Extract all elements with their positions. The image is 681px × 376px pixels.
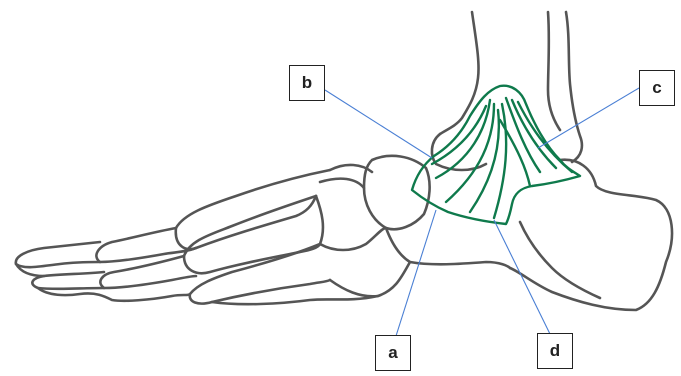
phalanx-distal-2	[32, 272, 104, 289]
tibia-outline	[440, 12, 479, 134]
phalanx-distal-1	[16, 242, 100, 267]
label-b: b	[289, 65, 325, 101]
foot-bones	[16, 12, 672, 310]
navicular-outline	[364, 156, 430, 229]
leader-lines	[325, 88, 639, 336]
fibula-outline-left	[548, 12, 560, 130]
metatarsal-1	[176, 170, 330, 249]
fibula-outline-right	[566, 12, 582, 162]
calcaneus-lower	[520, 222, 600, 298]
label-a: a	[375, 335, 411, 371]
label-d: d	[537, 333, 573, 369]
metatarsal-3	[190, 244, 330, 304]
calcaneus-outline	[510, 160, 672, 310]
leader-line-d	[494, 220, 550, 334]
deltoid-ligament	[412, 86, 580, 224]
leader-line-b	[325, 90, 432, 158]
cuneiform-outline-3	[386, 228, 510, 268]
cuneiform-outline-2	[316, 196, 386, 250]
ligament-fiber-7	[518, 102, 572, 172]
label-c: c	[639, 70, 675, 106]
cuboid-outline	[330, 262, 410, 296]
